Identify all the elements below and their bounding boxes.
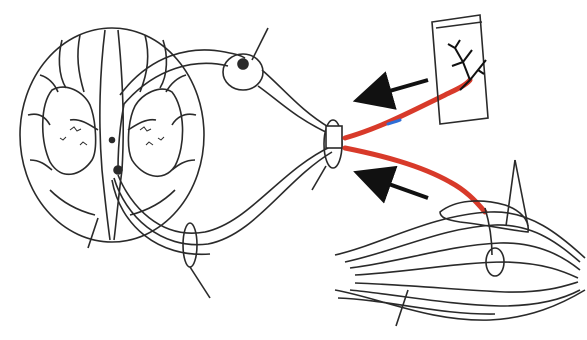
ventral-root <box>88 104 332 298</box>
skeletal-muscle <box>335 212 585 326</box>
spinal-cord-cross-section <box>20 28 204 242</box>
spinal-nerve <box>252 28 342 190</box>
afferent-pathway <box>345 80 470 138</box>
direction-arrows <box>372 80 428 198</box>
skin-receptor <box>432 15 488 124</box>
arrow-lower <box>372 178 428 198</box>
arrow-upper <box>372 80 428 96</box>
muscle-spindle <box>440 160 528 276</box>
